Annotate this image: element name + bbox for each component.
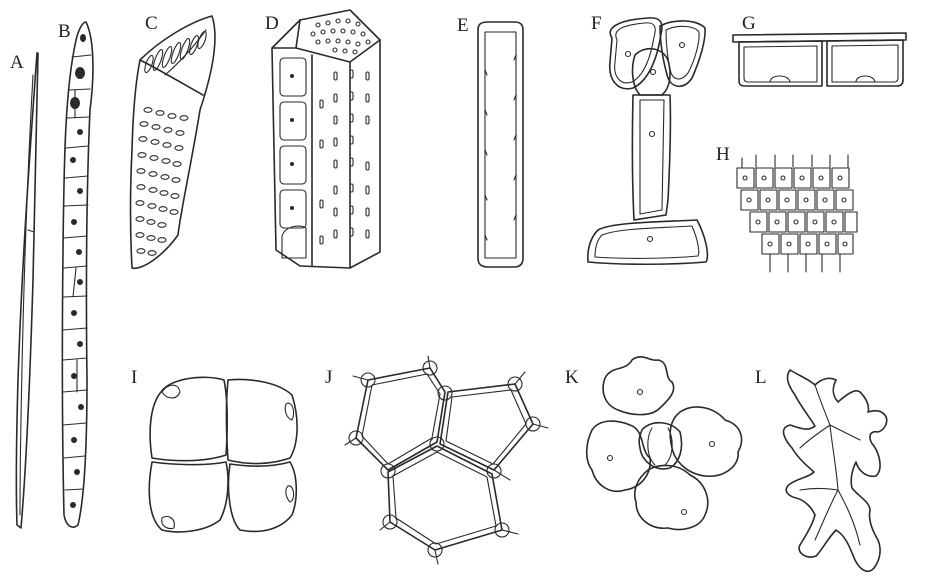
- wall-pits: [136, 108, 188, 256]
- drawing-E-elongated-cell: [478, 22, 523, 267]
- side-cells: [280, 58, 306, 258]
- drawing-D-cell-block: [272, 10, 380, 268]
- drawing-I-four-cells: [149, 377, 297, 532]
- drawing-A-fibre: [16, 53, 38, 528]
- drawing-G-paired-cells: [733, 33, 906, 86]
- drawing-J-polygonal-network: [345, 356, 548, 564]
- drawing-L-stellate-cell: [784, 370, 887, 571]
- top-face-pits: [311, 19, 370, 54]
- cell-nuclei: [70, 34, 86, 508]
- wall-pits: [485, 55, 516, 240]
- drawing-F-glandular-hair: [588, 18, 708, 264]
- side-pits: [320, 70, 369, 244]
- perforation-bars: [143, 31, 208, 74]
- drawing-C-vessel-element: [131, 16, 215, 268]
- drawing-B-cell-column: [62, 22, 93, 527]
- drawing-K-stomata-epidermis: [587, 357, 742, 530]
- drawing-H-tissue-grid: [737, 155, 857, 272]
